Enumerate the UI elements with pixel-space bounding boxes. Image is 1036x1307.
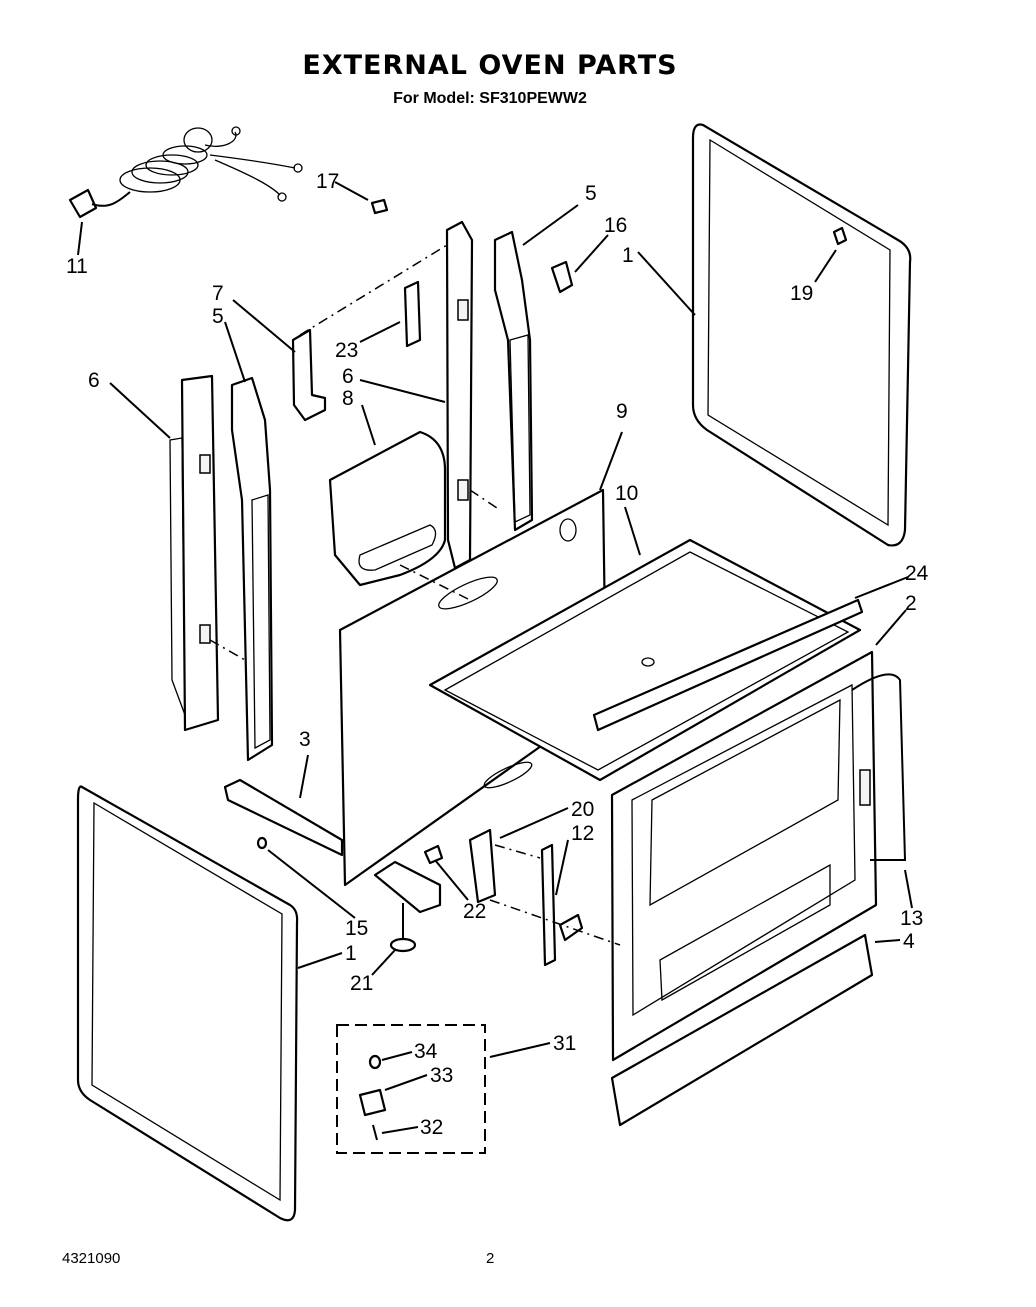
dashed-leader: [469, 489, 501, 511]
power-cord-part: [68, 126, 303, 219]
callout-3: 3: [299, 728, 311, 751]
callout-15: 15: [345, 917, 368, 940]
top-panel-10-part: [428, 538, 862, 782]
callout-34: 34: [414, 1040, 438, 1063]
clip-22-part: [423, 844, 444, 865]
dashed-leader: [494, 844, 541, 859]
callout-20: 20: [571, 798, 594, 821]
callout-19: 19: [790, 282, 813, 305]
callout-11: 11: [66, 255, 88, 278]
dashed-leader: [209, 639, 246, 661]
callout-16: 16: [604, 214, 627, 237]
callout-17: 17: [316, 170, 339, 193]
side-panel-right-part: [691, 123, 912, 547]
front-frame-2-part: [610, 650, 878, 1062]
callout-8: 8: [342, 387, 354, 410]
callout-1-lower: 1: [345, 942, 357, 965]
vent-duct-8-part: [328, 430, 447, 587]
callout-10: 10: [615, 482, 638, 505]
callout-13: 13: [900, 907, 923, 930]
clip-16-part: [550, 260, 574, 294]
callout-6-center: 6: [342, 365, 354, 388]
callout-24: 24: [905, 562, 929, 585]
document-number: 4321090: [62, 1250, 121, 1267]
leveling-leg-21-part: [389, 903, 417, 953]
callout-22: 22: [463, 900, 486, 923]
callout-7: 7: [212, 282, 224, 305]
callout-12: 12: [571, 822, 594, 845]
side-rail-5-left-part: [230, 376, 274, 762]
hinge-lever-part: [558, 913, 584, 942]
strip-23-part: [403, 280, 422, 348]
callout-31: 31: [553, 1032, 576, 1055]
dashed-leader: [489, 899, 621, 946]
page-number: 2: [486, 1250, 495, 1267]
callout-23: 23: [335, 339, 358, 362]
kit-box-31: [336, 1024, 486, 1154]
side-rail-5-right-part: [493, 230, 534, 532]
side-rail-6-left-part: [169, 374, 220, 732]
side-panel-left-part: [76, 785, 299, 1222]
callout-32: 32: [420, 1116, 443, 1139]
callout-9: 9: [616, 400, 628, 423]
bracket-7-part: [291, 328, 327, 422]
gasket-13-part: [851, 673, 907, 861]
callout-2: 2: [905, 592, 917, 615]
callout-5-left: 5: [212, 305, 224, 328]
callout-33: 33: [430, 1064, 453, 1087]
kick-plate-4-part: [610, 933, 874, 1127]
callout-5-upper: 5: [585, 182, 597, 205]
side-rail-6-center-part: [445, 220, 474, 570]
screw-17-part: [370, 198, 389, 215]
base-channel-part: [373, 860, 442, 914]
bracket-20-part: [468, 828, 497, 904]
callout-6-left: 6: [88, 369, 100, 392]
strip-24-part: [592, 598, 864, 732]
callout-4: 4: [903, 930, 915, 953]
hinge-12-part: [540, 843, 557, 967]
screw-15-part: [256, 836, 268, 850]
model-subtitle: For Model: SF310PEWW2: [393, 90, 587, 107]
callout-1-upper: 1: [622, 244, 634, 267]
trim-3-part: [223, 778, 344, 857]
page-title: EXTERNAL OVEN PARTS: [302, 50, 678, 81]
callout-21: 21: [350, 972, 373, 995]
dashed-leader: [299, 244, 448, 336]
leader-lines: [77, 181, 913, 1134]
